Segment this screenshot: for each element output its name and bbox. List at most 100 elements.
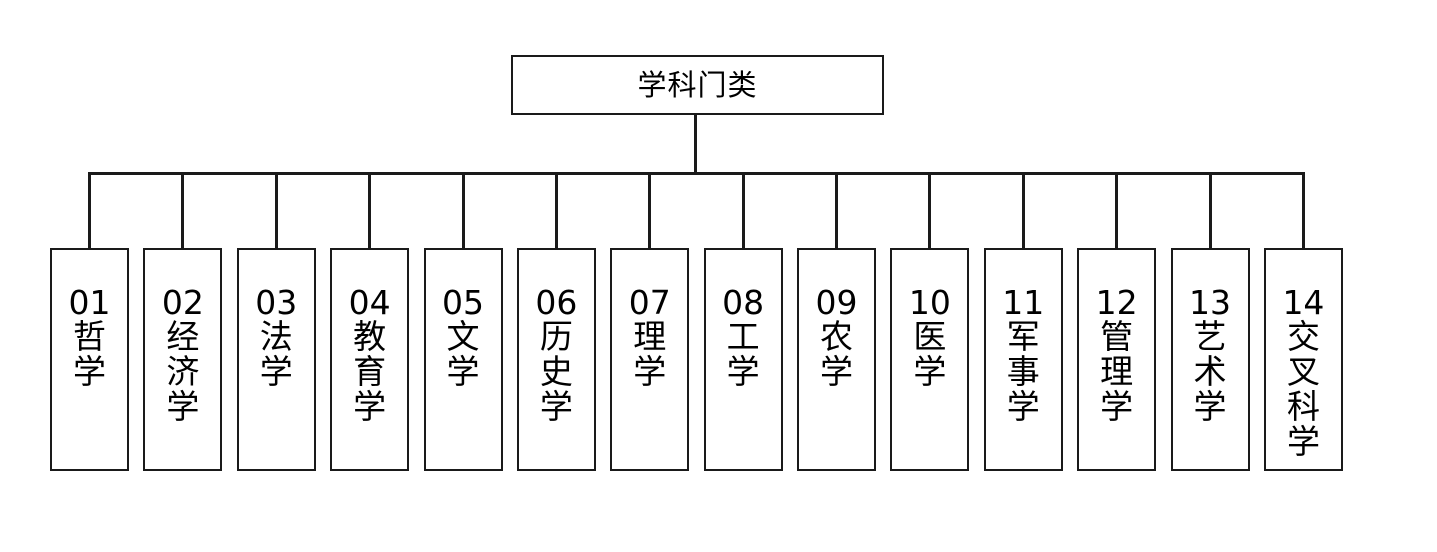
leaf-node-name-char: 文	[446, 316, 480, 356]
leaf-node-code-10: 10	[908, 283, 951, 322]
leaf-node-name-04: 教育学	[332, 316, 407, 426]
leaf-node-name-char: 法	[259, 316, 293, 356]
root-node-discipline-category: 学科门类	[511, 55, 884, 115]
leaf-node-name-03: 法学	[239, 316, 314, 390]
leaf-node-name-13: 艺术学	[1173, 316, 1248, 425]
leaf-node-name-02: 经济学	[145, 319, 220, 426]
leaf-node-code-09: 09	[815, 283, 858, 322]
leaf-node-name-char: 农	[820, 316, 854, 356]
leaf-node-code-14: 14	[1282, 283, 1325, 322]
connector-drop-10	[928, 172, 932, 250]
leaf-node-code-02: 02	[161, 283, 204, 322]
leaf-node-name-11: 军事学	[986, 316, 1061, 426]
leaf-node-code-03: 03	[255, 283, 298, 322]
leaf-node-name-char: 学	[1006, 386, 1040, 426]
leaf-node-code-05: 05	[442, 283, 485, 322]
leaf-node-name-char: 学	[166, 386, 200, 426]
leaf-node-name-char: 历	[539, 316, 573, 356]
connector-root-vertical	[694, 113, 697, 175]
leaf-node-name-char: 工	[726, 316, 760, 356]
leaf-node-code-07: 07	[628, 283, 671, 322]
leaf-node-name-char: 学	[73, 351, 106, 391]
leaf-node-code-13: 13	[1189, 283, 1232, 322]
connector-drop-01	[88, 172, 91, 250]
leaf-node-name-char: 学	[633, 351, 667, 391]
connector-drop-12	[1115, 172, 1119, 250]
leaf-node-code-06: 06	[535, 283, 578, 322]
leaf-node-code-08: 08	[722, 283, 765, 322]
connector-drop-04	[368, 172, 372, 250]
leaf-node-name-char: 学	[539, 386, 573, 426]
connector-horizontal-bus	[89, 172, 1303, 175]
connector-drop-07	[648, 172, 652, 250]
leaf-node-name-char: 理	[633, 316, 667, 356]
leaf-node-name-char: 济	[166, 351, 200, 391]
leaf-node-name-char: 育	[353, 351, 387, 391]
leaf-node-name-char: 叉	[1286, 351, 1320, 391]
leaf-node-name-char: 管	[1100, 316, 1134, 356]
leaf-node-name-char: 事	[1006, 351, 1040, 391]
root-node-label: 学科门类	[637, 67, 758, 102]
leaf-node-code-11: 11	[1002, 283, 1045, 322]
connector-drop-14	[1301, 172, 1305, 250]
leaf-node-name-char: 史	[539, 351, 573, 391]
connector-drop-06	[554, 172, 558, 250]
leaf-node-name-char: 学	[446, 351, 480, 391]
leaf-node-name-char: 教	[353, 316, 387, 356]
leaf-node-name-14: 交叉科学	[1266, 316, 1341, 461]
leaf-node-name-char: 学	[1100, 386, 1134, 426]
connector-drop-13	[1208, 172, 1212, 250]
leaf-node-name-char: 学	[726, 351, 760, 391]
leaf-node-name-05: 文学	[426, 316, 501, 391]
leaf-node-name-10: 医学	[892, 316, 967, 390]
leaf-node-name-char: 术	[1193, 351, 1227, 391]
leaf-node-name-char: 哲	[73, 316, 106, 356]
leaf-node-name-09: 农学	[799, 316, 874, 391]
leaf-node-name-07: 理学	[612, 316, 687, 391]
leaf-node-name-char: 医	[913, 316, 947, 356]
leaf-node-name-char: 交	[1286, 316, 1320, 356]
leaf-node-name-06: 历史学	[519, 316, 594, 426]
connector-drop-09	[835, 172, 839, 250]
leaf-node-name-12: 管理学	[1079, 316, 1154, 426]
connector-drop-03	[274, 172, 278, 250]
leaf-node-name-char: 学	[353, 386, 387, 426]
leaf-node-name-char: 军	[1006, 316, 1040, 356]
leaf-node-name-08: 工学	[706, 316, 781, 391]
leaf-node-name-char: 学	[1286, 421, 1320, 461]
connector-drop-05	[461, 172, 465, 250]
connector-drop-11	[1021, 172, 1025, 250]
leaf-node-name-char: 学	[820, 351, 854, 391]
leaf-node-code-04: 04	[348, 283, 391, 322]
leaf-node-code-01: 01	[68, 283, 111, 322]
leaf-node-name-char: 艺	[1193, 316, 1227, 356]
